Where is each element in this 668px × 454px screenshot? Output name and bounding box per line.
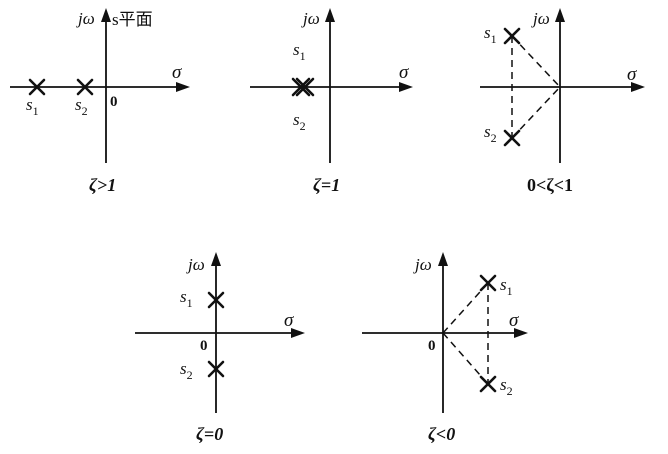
jw-label: jω [413,255,432,274]
sigma-arrow [176,82,190,92]
sigma-label: σ [627,64,637,85]
jw-label: jω [76,9,95,28]
case-label: 0<ζ<1 [527,175,573,195]
origin-label: 0 [428,338,436,354]
panel-underdamped: jω σ s1 s2 0<ζ<1 [480,8,645,195]
sigma-arrow [399,82,413,92]
sigma-label: σ [284,310,294,331]
pole-s1 [479,274,497,292]
s2-label: s2 [75,95,88,118]
pole-s1 [28,78,46,96]
s2-label: s2 [500,375,513,398]
case-label: ζ=0 [196,424,223,444]
s2-label: s2 [484,122,497,145]
panel-overdamped: jω s平面 σ 0 s1 s2 ζ>1 [10,8,190,195]
sigma-label: σ [399,62,409,83]
s1-label: s1 [500,275,513,298]
s1-label: s1 [293,40,306,63]
pole-s1 [207,291,225,309]
origin-label: 0 [200,338,208,354]
panel-undamped: jω σ 0 s1 s2 ζ=0 [135,252,305,444]
case-label: ζ>1 [89,175,116,195]
jw-arrow [325,8,335,22]
pole-double [291,77,315,97]
s1-label: s1 [26,95,39,118]
case-label: ζ=1 [313,175,340,195]
s2-label: s2 [293,110,306,133]
jw-label: jω [531,9,550,28]
sigma-arrow [514,328,528,338]
jw-arrow [555,8,565,22]
pole-s2 [479,375,497,393]
s1-label: s1 [484,23,497,46]
jw-label: jω [301,9,320,28]
jw-arrow [101,8,111,22]
sigma-arrow [291,328,305,338]
pole-s2 [207,360,225,378]
panel-negative-damping: jω σ 0 s1 s2 ζ<0 [362,252,528,444]
s2-label: s2 [180,359,193,382]
s1-label: s1 [180,287,193,310]
pole-s2 [76,78,94,96]
jw-arrow [438,252,448,266]
pole-s1 [503,27,521,45]
origin-label: 0 [110,94,118,110]
pole-s2 [503,129,521,147]
jw-arrow [211,252,221,266]
sigma-arrow [631,82,645,92]
plane-label: s平面 [112,10,153,29]
jw-label: jω [186,255,205,274]
panel-critically-damped: jω σ s1 s2 ζ=1 [250,8,413,195]
case-label: ζ<0 [428,424,455,444]
sigma-label: σ [172,62,182,83]
sigma-label: σ [509,310,519,331]
